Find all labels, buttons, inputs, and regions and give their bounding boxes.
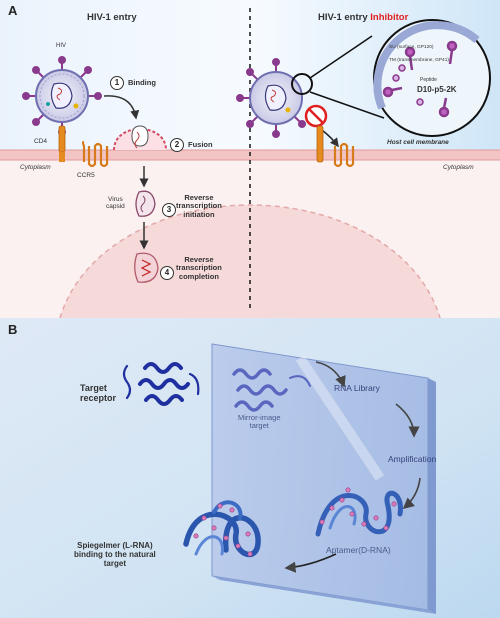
step-2-label: Fusion — [188, 140, 213, 149]
step-3-label: Reverse transcription initiation — [176, 193, 222, 219]
step-4-label: Reverse transcription completion — [176, 255, 222, 281]
label-virus-capsid: Virus capsid — [106, 196, 125, 211]
label-host-cell-membrane: Host cell membrane — [387, 139, 449, 146]
label-ccr5: CCR5 — [77, 172, 95, 179]
label-cytoplasm-left: Cytoplasm — [20, 164, 51, 171]
ccr5-receptor-right — [333, 142, 355, 168]
target-receptor-helix — [122, 362, 200, 406]
ccr5-receptor — [81, 140, 109, 168]
step-1-label: Binding — [128, 78, 156, 87]
label-tm: TM (transmembrane, GP41) — [389, 58, 449, 63]
label-hiv: HIV — [56, 43, 67, 49]
panel-b-illustration — [0, 318, 500, 618]
step-2-number: 2 — [170, 138, 184, 152]
label-amplification: Amplification — [388, 454, 437, 464]
zoom-source-circle — [291, 73, 313, 95]
title-inhibitor-prefix: HIV-1 entry — [318, 12, 371, 23]
label-peptide: Peptide — [420, 77, 437, 83]
nucleus — [59, 204, 441, 318]
label-peptide-name: D10-p5-2K — [417, 85, 457, 94]
spiegelmer-structure — [183, 500, 261, 558]
hiv-virion-right — [236, 58, 306, 138]
virus-capsid — [135, 190, 156, 217]
title-inhibitor-word: Inhibitor — [370, 12, 409, 23]
cd4-receptor — [58, 125, 66, 162]
no-entry-sign — [304, 104, 328, 128]
fusion-virion — [113, 125, 167, 151]
mirror-slab — [211, 343, 436, 614]
label-su: SU (surface, GP120) — [389, 45, 434, 50]
title-hiv-entry-inhibitor: HIV-1 entry Inhibitor — [318, 12, 409, 23]
panel-b-label: B — [8, 322, 18, 337]
mirror-image-target-helix — [232, 368, 311, 412]
label-cd4: CD4 — [34, 138, 48, 145]
step-4-number: 4 — [160, 266, 174, 280]
label-cytoplasm-right: Cytoplasm — [443, 164, 474, 171]
label-rna-library: RNA Library — [334, 383, 380, 393]
label-spiegelmer: Spiegelmer (L-RNA) binding to the natura… — [74, 541, 156, 568]
label-mirror-image-target: Mirror-image target — [238, 413, 281, 431]
aptamer-structure — [315, 487, 403, 537]
panel-a-label: A — [8, 3, 18, 18]
rt-completion-capsid — [134, 252, 159, 283]
step-1-number: 1 — [110, 76, 124, 90]
label-aptamer: Aptamer(D-RNA) — [326, 545, 391, 555]
title-hiv-entry: HIV-1 entry — [87, 12, 137, 23]
label-target-receptor: Target receptor — [80, 383, 117, 403]
cd4-receptor-right — [316, 125, 324, 163]
panel-a-illustration — [0, 0, 500, 318]
step-3-number: 3 — [162, 203, 176, 217]
zoom-inset — [373, 19, 491, 137]
